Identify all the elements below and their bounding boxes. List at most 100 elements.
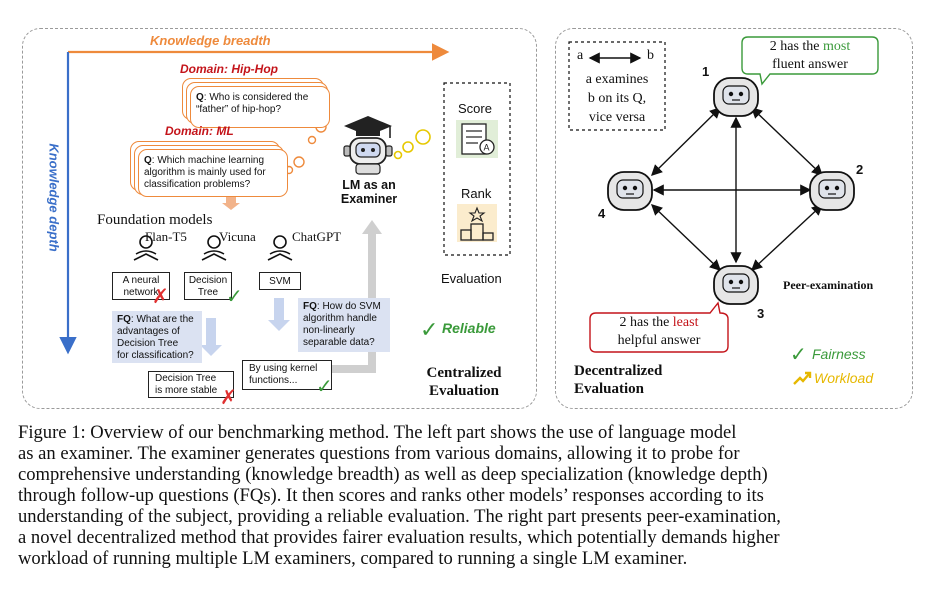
domain-ml-label: Domain: ML: [165, 124, 234, 138]
svg-text:A: A: [484, 143, 490, 153]
bubble-bottom-highlight: least: [672, 315, 699, 330]
person-reading-icon: [133, 235, 159, 261]
check-icon: ✓: [790, 344, 807, 366]
answer-svm-line-1: By using kernel: [249, 363, 318, 374]
q-prefix: Q: [144, 155, 152, 166]
trend-up-icon: [793, 371, 812, 385]
robot-icon: [809, 171, 855, 211]
decentralized-evaluation-label: Decentralized Evaluation: [574, 362, 662, 398]
bubble-least-helpful: 2 has the least helpful answer: [590, 314, 728, 350]
right-panel: [555, 28, 913, 409]
fq2-line-3: non-linearly: [303, 325, 355, 336]
person-reading-icon: [201, 235, 227, 261]
left-panel: [22, 28, 537, 409]
caption-line-6: a novel decentralized method that provid…: [18, 527, 780, 548]
bubble-top-highlight: most: [823, 39, 851, 54]
bubble-most-fluent: 2 has the most fluent answer: [742, 38, 878, 74]
node-label-2: 2: [856, 162, 864, 177]
q-hiphop-line-2: “father” of hip-hop?: [196, 104, 282, 115]
workload-label: Workload: [814, 370, 874, 386]
score-label: Score: [458, 101, 492, 116]
examiner-label: LM as an Examiner: [333, 178, 405, 206]
follow-up-question-dt: FQ: What are the advantages of Decision …: [112, 311, 202, 363]
q-hiphop-line-1: Q: Who is considered the: [196, 92, 309, 103]
legend-line-3: vice versa: [588, 110, 646, 125]
answer-svm-followup: By using kernel functions...: [242, 360, 332, 390]
legend-b: b: [647, 48, 654, 63]
check-icon: ✓: [316, 376, 333, 398]
model-flan-t5: Flan-T5: [145, 229, 187, 244]
answer-vicuna-text: Decision Tree: [188, 275, 228, 298]
caption-line-1: Figure 1: Overview of our benchmarking m…: [18, 422, 737, 443]
fq1-line-3: Decision Tree: [117, 338, 179, 349]
node-label-1: 1: [702, 64, 710, 79]
podium-icon: [457, 204, 497, 242]
fq1-line-4: for classification?: [117, 350, 194, 361]
q-ml-line-2: algorithm is mainly used for: [144, 167, 266, 178]
legend-a: a: [577, 48, 584, 63]
answer-chatgpt: SVM: [259, 272, 301, 290]
legend-text: a examines b on its Q, vice versa: [569, 70, 665, 127]
person-reading-icon: [267, 235, 293, 261]
bubble-bottom-post: helpful answer: [617, 333, 701, 348]
examiner-line-2: Examiner: [340, 192, 398, 206]
node-label-4: 4: [598, 206, 606, 221]
legend-line-1: a examines: [585, 72, 649, 87]
fq2-line-2: algorithm handle: [303, 313, 377, 324]
caption-line-7: workload of running multiple LM examiner…: [18, 548, 688, 569]
q-prefix: Q: [196, 92, 204, 103]
centralized-evaluation-label: Centralized Evaluation: [406, 364, 522, 400]
fq2-line-1: FQ: How do SVM: [303, 301, 381, 312]
model-chatgpt: ChatGPT: [292, 229, 342, 244]
answer-dt-line-2: is more stable: [155, 385, 218, 396]
bubble-top-pre: 2 has the: [769, 39, 824, 54]
fairness-label: Fairness: [812, 346, 866, 362]
examiner-line-1: LM as an: [342, 178, 396, 192]
check-icon: ✓: [420, 317, 439, 342]
bubble-bottom-pre: 2 has the: [619, 315, 673, 330]
centralized-line-2: Evaluation: [428, 383, 500, 399]
question-card-hiphop: Q: Who is considered the “father” of hip…: [190, 86, 330, 128]
bubble-top-post: fluent answer: [772, 57, 848, 72]
reliable-label: Reliable: [442, 320, 496, 336]
legend-line-2: b on its Q,: [587, 91, 647, 106]
node-label-3: 3: [757, 306, 765, 321]
peer-graph: [568, 36, 879, 353]
model-vicuna: Vicuna: [219, 229, 256, 244]
answer-flan-t5: A neural network: [112, 272, 170, 300]
domain-hiphop-label: Domain: Hip-Hop: [180, 62, 278, 76]
answer-vicuna: Decision Tree: [184, 272, 232, 300]
evaluation-label: Evaluation: [441, 271, 502, 286]
answer-svm-line-2: functions...: [249, 375, 298, 386]
fq1-line-2: advantages of: [117, 326, 180, 337]
caption-line-4: through follow-up questions (FQs). It th…: [18, 485, 764, 506]
cross-icon: ✗: [220, 387, 237, 409]
caption-line-2: as an examiner. The examiner generates q…: [18, 443, 740, 464]
q-ml-line-1: Q: Which machine learning: [144, 155, 265, 166]
fq1-line-1: FQ: What are the: [117, 314, 194, 325]
answer-flan-t5-text: A neural network: [122, 275, 160, 298]
robot-graduate-icon: [343, 116, 393, 175]
robot-icon: [713, 77, 759, 117]
cross-icon: ✗: [152, 286, 169, 308]
figure-caption: Figure 1: Overview of our benchmarking m…: [18, 422, 918, 569]
rank-label: Rank: [461, 186, 492, 201]
fq2-line-4: separable data?: [303, 337, 375, 348]
scorecard-icon: A: [456, 120, 498, 158]
decentralized-line-2: Evaluation: [574, 381, 645, 397]
centralized-line-1: Centralized: [426, 365, 502, 381]
q-ml-line-3: classification problems?: [144, 179, 251, 190]
follow-up-question-svm: FQ: How do SVM algorithm handle non-line…: [298, 298, 390, 352]
check-icon: ✓: [226, 286, 243, 308]
caption-line-5: understanding of the subject, providing …: [18, 506, 781, 527]
knowledge-breadth-label: Knowledge breadth: [150, 33, 271, 48]
answer-chatgpt-text: SVM: [269, 276, 291, 287]
answer-dt-line-1: Decision Tree: [155, 373, 217, 384]
decentralized-line-1: Decentralized: [574, 363, 663, 379]
figure: Knowledge breadth Knowledge depth Domain…: [22, 28, 913, 409]
peer-examination-label: Peer-examination: [783, 278, 874, 292]
answer-dt-followup: Decision Tree is more stable: [148, 371, 234, 398]
foundation-models-label: Foundation models: [97, 212, 213, 228]
robot-icon: [713, 265, 759, 305]
robot-icon: [607, 171, 653, 211]
